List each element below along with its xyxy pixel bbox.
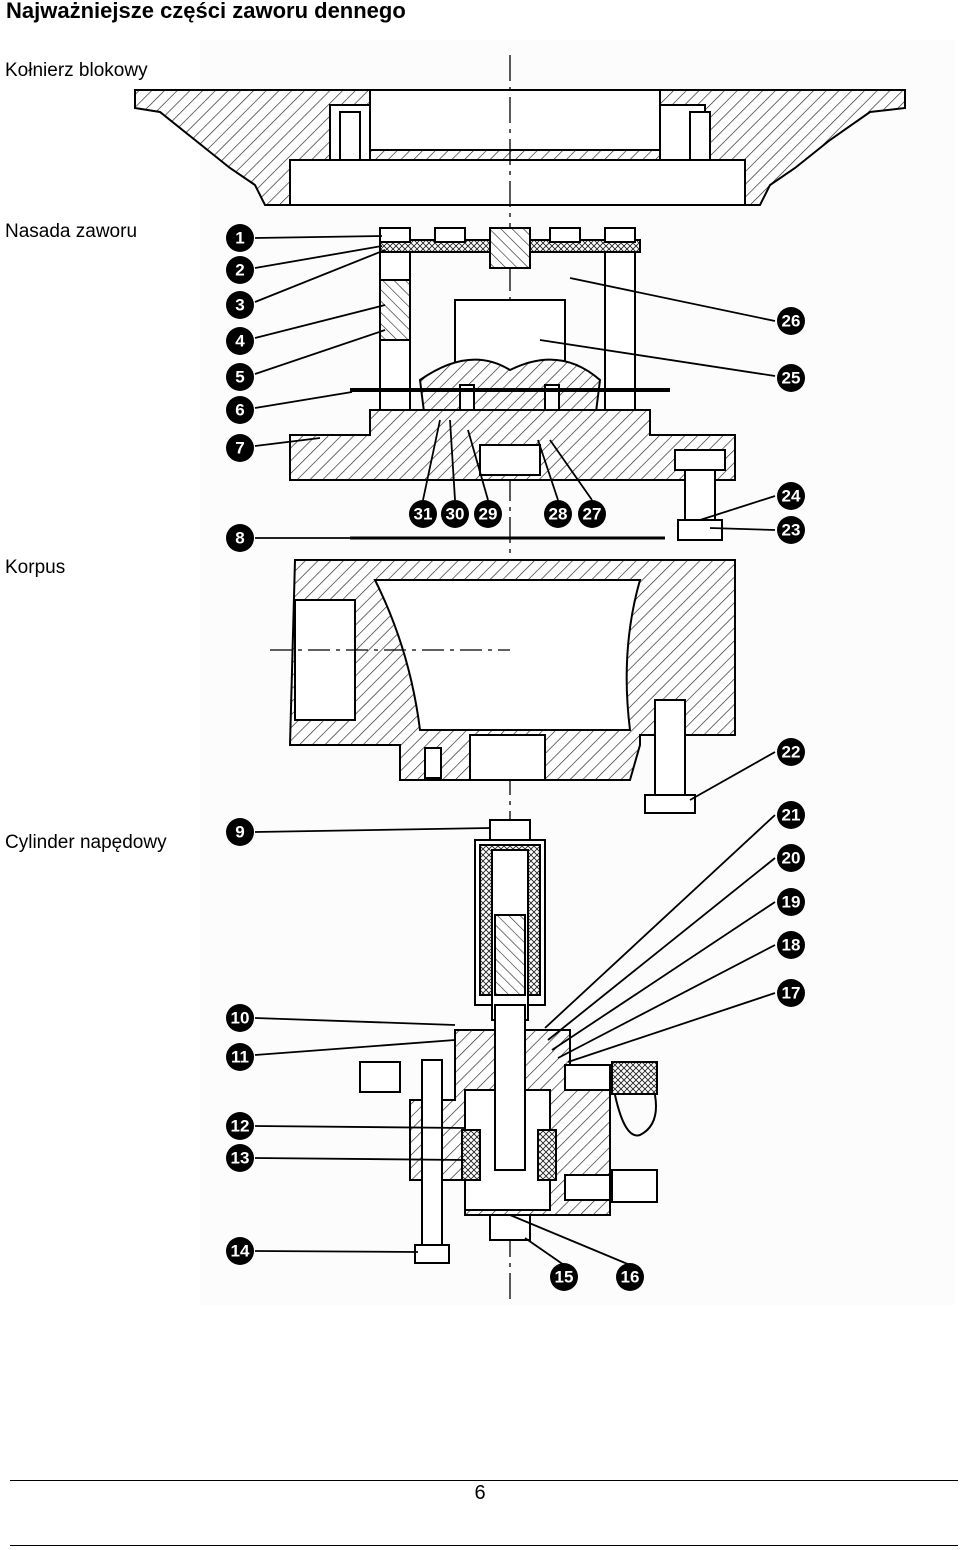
callout-11: 11 [226, 1043, 254, 1071]
exploded-valve-drawing: 1 2 3 4 5 6 7 8 9 10 11 12 13 14 15 16 1… [134, 55, 906, 1300]
svg-text:2: 2 [235, 261, 244, 280]
svg-text:20: 20 [782, 849, 801, 868]
callout-27: 27 [578, 500, 606, 528]
svg-text:11: 11 [231, 1048, 249, 1067]
callout-19: 19 [777, 888, 805, 916]
svg-text:1: 1 [235, 229, 244, 248]
svg-text:21: 21 [782, 806, 801, 825]
svg-text:8: 8 [235, 529, 244, 548]
svg-text:4: 4 [235, 332, 245, 351]
callout-14: 14 [226, 1237, 254, 1265]
section-label-cylinder: Cylinder napędowy [5, 832, 173, 854]
callout-5: 5 [226, 363, 254, 391]
callout-10: 10 [226, 1004, 254, 1032]
svg-text:14: 14 [231, 1242, 250, 1261]
callout-31: 31 [409, 500, 437, 528]
side-bolt-23 [674, 449, 726, 541]
svg-text:30: 30 [446, 505, 465, 524]
callout-2: 2 [226, 256, 254, 284]
callout-7: 7 [226, 434, 254, 462]
valve-head [289, 227, 736, 481]
callout-22: 22 [777, 738, 805, 766]
callout-4: 4 [226, 327, 254, 355]
svg-text:29: 29 [479, 505, 498, 524]
callout-25: 25 [777, 364, 805, 392]
footer-top-rule [10, 1480, 958, 1481]
section-label-valve-head: Nasada zaworu [5, 221, 144, 243]
svg-text:12: 12 [231, 1117, 250, 1136]
svg-text:13: 13 [231, 1149, 250, 1168]
callout-8: 8 [226, 524, 254, 552]
svg-text:22: 22 [782, 743, 801, 762]
block-flange [134, 89, 906, 206]
page-title: Najważniejsze części zaworu dennego [6, 0, 406, 23]
callout-18: 18 [777, 931, 805, 959]
callout-29: 29 [474, 500, 502, 528]
svg-text:16: 16 [621, 1268, 640, 1287]
valve-body [270, 559, 736, 814]
callout-26: 26 [777, 307, 805, 335]
svg-text:23: 23 [782, 521, 801, 540]
callout-24: 24 [777, 482, 805, 510]
svg-text:28: 28 [549, 505, 568, 524]
callout-23: 23 [777, 516, 805, 544]
callout-1: 1 [226, 224, 254, 252]
svg-text:26: 26 [782, 312, 801, 331]
leader-lines [254, 235, 776, 1266]
callout-30: 30 [441, 500, 469, 528]
svg-text:9: 9 [235, 823, 244, 842]
section-label-body: Korpus [5, 557, 72, 579]
svg-text:27: 27 [583, 505, 602, 524]
svg-text:10: 10 [231, 1009, 250, 1028]
callout-17: 17 [777, 979, 805, 1007]
callout-28: 28 [544, 500, 572, 528]
drive-cylinder [359, 819, 658, 1264]
callout-13: 13 [226, 1144, 254, 1172]
svg-text:3: 3 [235, 296, 244, 315]
page-number: 6 [474, 1482, 486, 1504]
footer-bottom-rule [10, 1545, 958, 1546]
svg-text:6: 6 [235, 401, 244, 420]
svg-text:25: 25 [782, 369, 801, 388]
callout-9: 9 [226, 818, 254, 846]
svg-text:19: 19 [782, 893, 801, 912]
svg-text:18: 18 [782, 936, 801, 955]
svg-text:7: 7 [235, 439, 244, 458]
section-label-flange: Kołnierz blokowy [5, 60, 154, 82]
callout-12: 12 [226, 1112, 254, 1140]
callout-20: 20 [777, 844, 805, 872]
svg-text:31: 31 [414, 505, 433, 524]
svg-text:15: 15 [555, 1268, 574, 1287]
svg-text:5: 5 [235, 368, 244, 387]
svg-text:24: 24 [782, 487, 801, 506]
svg-text:17: 17 [782, 984, 801, 1003]
callout-21: 21 [777, 801, 805, 829]
callout-16: 16 [616, 1263, 644, 1291]
callout-15: 15 [550, 1263, 578, 1291]
callout-6: 6 [226, 396, 254, 424]
callout-3: 3 [226, 291, 254, 319]
